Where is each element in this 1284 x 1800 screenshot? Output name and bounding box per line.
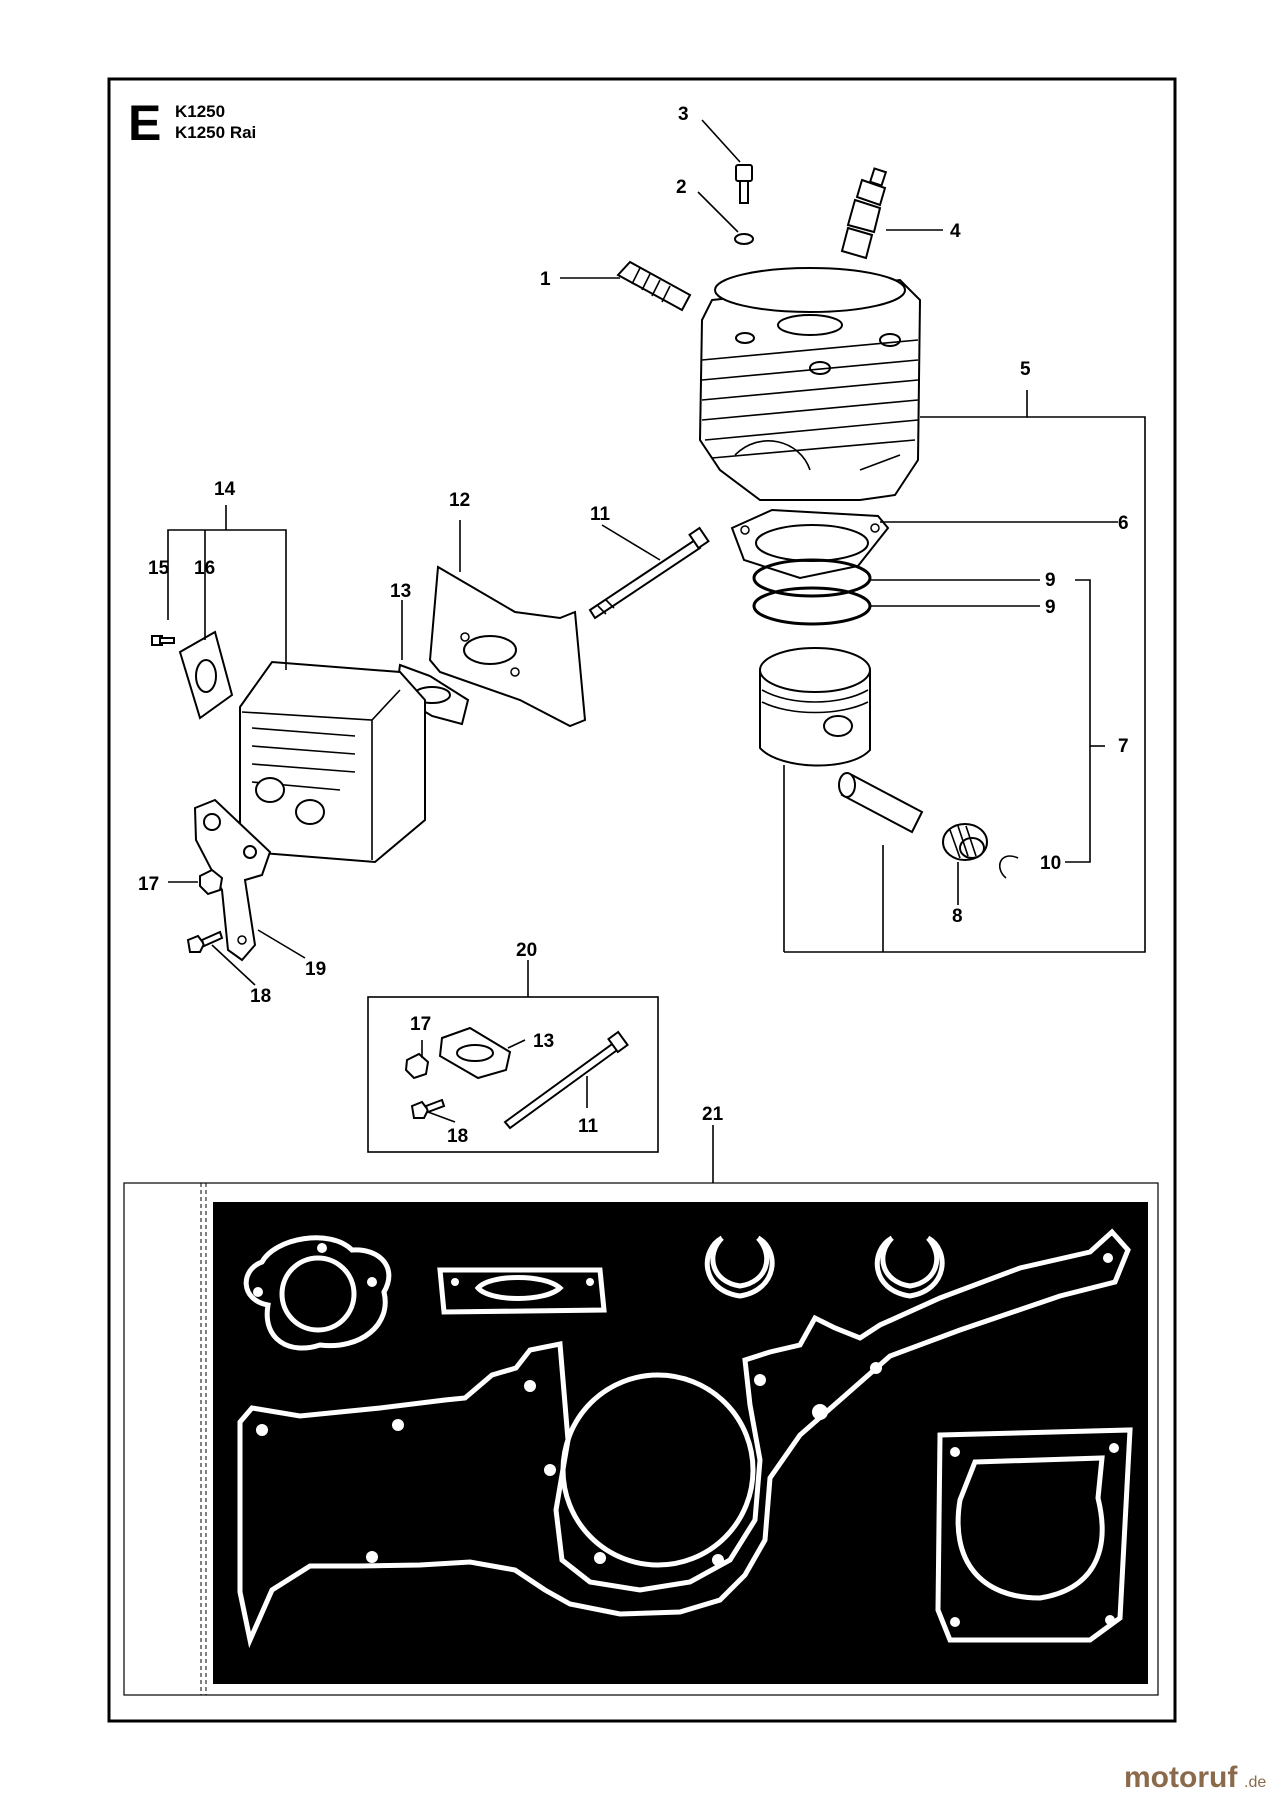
- section-letter: E: [128, 95, 161, 151]
- callout-1: 1: [540, 269, 551, 290]
- cylinder-assembly: [698, 267, 922, 501]
- gasket-cylinder-base: [935, 1427, 1133, 1643]
- decompression-valve: [616, 260, 692, 312]
- callout-18: 18: [250, 986, 271, 1007]
- muffler-bolt: [588, 526, 710, 620]
- leader-lines: [167, 119, 1146, 1183]
- callout-13: 13: [390, 581, 411, 602]
- callout-5: 5: [1020, 359, 1031, 380]
- callout-9b: 9: [1045, 597, 1056, 618]
- piston-pin: [838, 772, 924, 834]
- callout-15: 15: [148, 558, 170, 579]
- kit-20-box: [367, 996, 659, 1153]
- callout-labels: 1 2 3 4 5 6 7 8 9 9 10 11 12 13 14 15 16…: [138, 104, 1129, 1147]
- nut: [199, 868, 224, 896]
- gasket-round-flange: [243, 1235, 392, 1351]
- callout-3: 3: [678, 104, 689, 125]
- spark-plug: [840, 167, 888, 260]
- gasket-kit-21: [123, 1182, 1159, 1696]
- callout-2: 2: [676, 177, 687, 198]
- callout-21: 21: [702, 1104, 724, 1125]
- diagram-frame: [107, 77, 1177, 1723]
- callout-10: 10: [1040, 853, 1061, 874]
- circlip: [998, 855, 1019, 879]
- callout-11: 11: [590, 504, 611, 525]
- callout-16: 16: [194, 558, 215, 579]
- bracket-screw: [186, 930, 224, 953]
- cylinder-gasket: [730, 508, 890, 580]
- callout-9a: 9: [1045, 570, 1056, 591]
- kit20-callout-17: 17: [410, 1014, 431, 1035]
- callout-20: 20: [516, 940, 537, 961]
- model-name-1: K1250: [175, 102, 225, 121]
- callout-7: 7: [1118, 736, 1129, 757]
- gasket-seal-rings: [704, 1235, 945, 1299]
- callout-8: 8: [952, 906, 963, 927]
- callout-14: 14: [214, 479, 236, 500]
- piston: [759, 647, 871, 767]
- kit20-callout-18: 18: [447, 1126, 468, 1147]
- callout-17: 17: [138, 874, 159, 895]
- gasket-muffler: [437, 1267, 607, 1315]
- model-name-2: K1250 Rai: [175, 123, 256, 142]
- kit20-callout-11: 11: [578, 1116, 599, 1137]
- watermark: motoruf .de: [1124, 1761, 1266, 1794]
- heat-shield: [428, 565, 587, 728]
- needle-bearing: [942, 823, 988, 861]
- plate-screw: [151, 635, 175, 646]
- callout-4: 4: [950, 221, 961, 242]
- washer: [734, 233, 754, 245]
- gasket-crankcase: [237, 1228, 1131, 1649]
- kit20-callout-13: 13: [533, 1031, 554, 1052]
- muffler: [239, 660, 426, 864]
- cover-plate: [178, 630, 234, 720]
- callout-12: 12: [449, 490, 470, 511]
- watermark-brand: motoruf: [1124, 1761, 1238, 1794]
- screw: [735, 164, 753, 204]
- watermark-tld: .de: [1244, 1774, 1266, 1791]
- callout-6: 6: [1118, 513, 1129, 534]
- callout-19: 19: [305, 959, 326, 980]
